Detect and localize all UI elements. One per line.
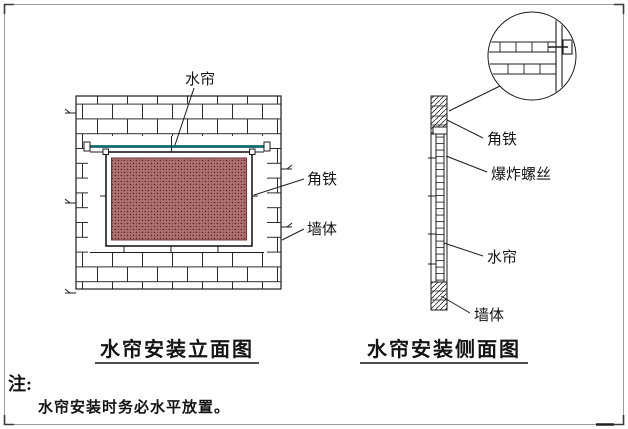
side-title: 水帘安装侧面图 — [367, 337, 521, 361]
side-wall-top-courses — [431, 105, 447, 126]
page-border — [3, 3, 625, 426]
side-angle-iron-bracket — [432, 126, 448, 135]
detail-callout-leader — [448, 85, 501, 112]
leader-side-wall — [440, 295, 471, 314]
rail-end-bracket-left — [83, 141, 91, 152]
side-wall-bottom-courses — [431, 290, 447, 301]
detail-circle-content — [489, 18, 573, 94]
bottom-bolts — [123, 246, 219, 252]
elevation-wall-label: 墙体 — [307, 221, 337, 238]
note-prefix: 注: — [8, 373, 32, 394]
bolt-top-right — [249, 148, 256, 155]
elevation-title: 水帘安装立面图 — [100, 337, 254, 361]
leader-wall — [281, 228, 305, 241]
curtain-frame-angle-iron — [105, 151, 253, 247]
elevation-curtain-label: 水帘 — [185, 71, 215, 88]
side-curtain-strip — [435, 133, 445, 283]
elevation-edge-marks — [64, 108, 293, 294]
elevation-angle-iron-label: 角铁 — [307, 171, 337, 188]
side-wall-bottom-block — [430, 281, 448, 311]
leader-side-expansion-bolt — [445, 155, 488, 173]
rail-end-bracket-right — [263, 141, 271, 152]
note-text: 水帘安装时务必水平放置。 — [38, 398, 230, 416]
side-expansion-bolt-label: 爆炸螺丝 — [491, 166, 551, 183]
elevation-view — [64, 87, 305, 294]
leader-angle-iron — [253, 178, 305, 196]
leader-side-angle-iron — [446, 119, 484, 139]
side-wall-label: 墙体 — [474, 307, 504, 324]
curtain-panel — [111, 157, 247, 241]
side-bolt-ticks — [428, 157, 436, 265]
detail-circle — [487, 11, 577, 101]
side-view — [428, 11, 577, 314]
border-corner-ticks — [3, 3, 625, 426]
leader-curtain — [174, 87, 195, 146]
side-curtain-label: 水帘 — [487, 249, 517, 266]
leader-side-curtain — [443, 242, 484, 257]
side-angle-iron-label: 角铁 — [487, 131, 517, 148]
bolt-top-left — [102, 148, 109, 155]
